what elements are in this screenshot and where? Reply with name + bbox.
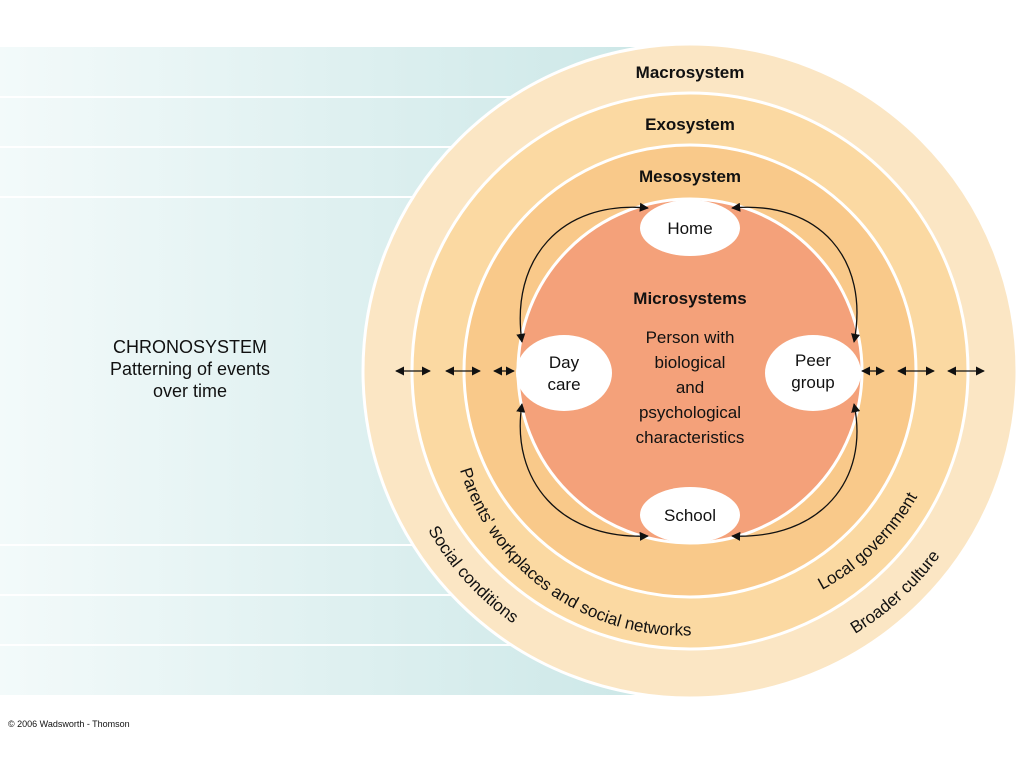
node-daycare-line1: Day bbox=[549, 353, 580, 372]
node-home: Home bbox=[640, 200, 740, 256]
chronosystem-title: CHRONOSYSTEM bbox=[113, 337, 267, 357]
node-school-shape bbox=[640, 487, 740, 543]
arrow-home-peer bbox=[731, 202, 861, 343]
node-daycare-line2: care bbox=[547, 375, 580, 394]
exosystem-label: Exosystem bbox=[645, 115, 735, 134]
center-line-1: Person with bbox=[646, 328, 735, 347]
arrow-home-daycare bbox=[516, 202, 649, 343]
node-school: School bbox=[640, 487, 740, 543]
copyright-text: © 2006 Wadsworth - Thomson bbox=[8, 719, 130, 729]
node-peer-group: Peer group bbox=[765, 335, 861, 411]
node-peer-line2: group bbox=[791, 373, 834, 392]
microsystems-label: Microsystems bbox=[633, 289, 746, 308]
node-home-shape bbox=[640, 200, 740, 256]
mesosystem-label: Mesosystem bbox=[639, 167, 741, 186]
center-line-4: psychological bbox=[639, 403, 741, 422]
arrow-peer-school bbox=[731, 403, 861, 541]
node-daycare: Day care bbox=[516, 335, 612, 411]
node-peer-shape bbox=[765, 335, 861, 411]
mesosystem-arrows bbox=[516, 202, 861, 541]
center-line-3: and bbox=[676, 378, 704, 397]
center-line-2: biological bbox=[655, 353, 726, 372]
chronosystem-line2: over time bbox=[153, 381, 227, 401]
macrosystem-label: Macrosystem bbox=[636, 63, 745, 82]
node-school-label: School bbox=[664, 506, 716, 525]
chronosystem-line1: Patterning of events bbox=[110, 359, 270, 379]
center-description: Person with biological and psychological… bbox=[636, 328, 745, 447]
node-peer-line1: Peer bbox=[795, 351, 831, 370]
node-daycare-shape bbox=[516, 335, 612, 411]
arrow-daycare-school bbox=[516, 403, 649, 541]
center-line-5: characteristics bbox=[636, 428, 745, 447]
node-home-label: Home bbox=[667, 219, 712, 238]
